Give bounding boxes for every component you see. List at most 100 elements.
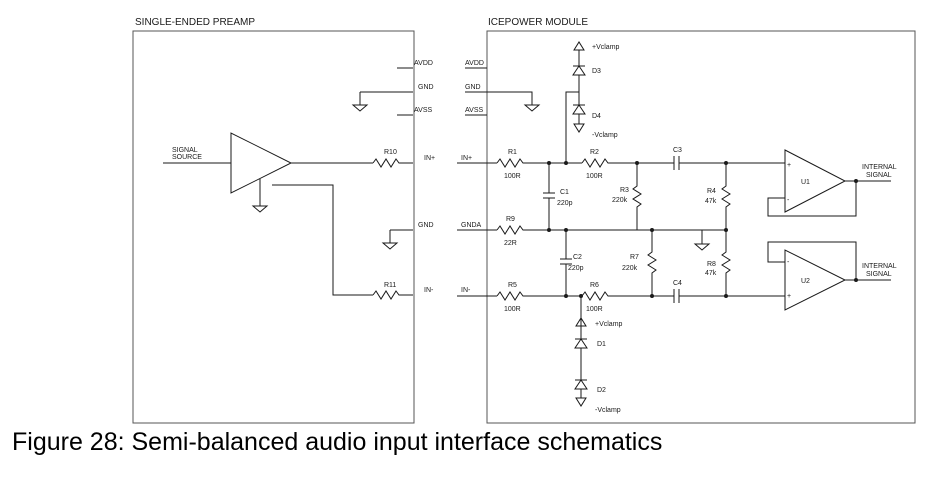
- d4-label: D4: [592, 113, 601, 120]
- resistor-r5: [496, 291, 582, 301]
- u1-output-junction: [854, 179, 858, 183]
- preamp-gnd-top-label: GND: [418, 84, 434, 91]
- u1-feedback-wire: [767, 180, 891, 217]
- c4-name: C4: [673, 280, 682, 287]
- r6-value: 100R: [586, 306, 603, 313]
- vclamp-pos-arrow-bottom: [575, 317, 587, 334]
- module-in-plus-label: IN+: [461, 155, 472, 162]
- preamp-block-outline: [132, 30, 415, 424]
- diode-d1: [574, 334, 588, 375]
- u1-minus-label: -: [787, 197, 790, 204]
- resistor-r7: [647, 230, 657, 296]
- preamp-gnd-mid-line: [389, 229, 413, 238]
- module-gnd-line: [465, 91, 533, 100]
- gnda-ground-symbol: [694, 238, 710, 251]
- c1-name: C1: [560, 189, 569, 196]
- vclamp-pos-bottom-label: +Vclamp: [595, 321, 623, 328]
- figure-caption: Figure 28: Semi-balanced audio input int…: [12, 428, 663, 456]
- module-gnd-label: GND: [465, 84, 481, 91]
- resistor-r9: [496, 225, 726, 235]
- preamp-gnd-mid-symbol: [382, 237, 398, 250]
- vclamp-neg-arrow-top: [573, 123, 585, 133]
- junction-dots: [547, 161, 728, 298]
- c3-name: C3: [673, 147, 682, 154]
- u2-feedback-wire: [767, 241, 891, 281]
- preamp-gnd-top-symbol: [352, 99, 368, 112]
- r11-label: R11: [384, 282, 396, 289]
- preamp-opamp: [230, 132, 293, 194]
- r5-value: 100R: [504, 306, 521, 313]
- capacitor-c3: [673, 156, 785, 170]
- opamp-u2: [784, 249, 847, 311]
- resistor-r8: [721, 230, 731, 296]
- preamp-gnd-mid-label: GND: [418, 222, 434, 229]
- preamp-avss-label: AVSS: [414, 107, 432, 114]
- module-title: ICEPOWER MODULE: [488, 17, 588, 28]
- capacitor-c2: [560, 230, 572, 296]
- preamp-feedback-wire: [272, 184, 373, 296]
- signal-source-label-1: SIGNAL: [172, 147, 198, 154]
- d3-label: D3: [592, 68, 601, 75]
- r7-name: R7: [630, 254, 639, 261]
- preamp-ground-symbol: [252, 200, 268, 213]
- u1-name: U1: [801, 179, 810, 186]
- vclamp-pos-arrow-top: [573, 41, 585, 56]
- d2-label: D2: [597, 387, 606, 394]
- u2-output-junction: [854, 278, 858, 282]
- resistor-r6: [581, 291, 674, 301]
- r4-name: R4: [707, 188, 716, 195]
- diode-d3: [572, 56, 586, 105]
- r3-name: R3: [620, 187, 629, 194]
- c2-name: C2: [573, 254, 582, 261]
- r2-value: 100R: [586, 173, 603, 180]
- vclamp-neg-top-label: -Vclamp: [592, 132, 618, 139]
- opamp-u1: [784, 149, 847, 213]
- c2-value: 220p: [568, 265, 584, 272]
- resistor-r11: [372, 290, 413, 300]
- u2-plus-label: +: [787, 293, 791, 300]
- module-block-outline: [486, 30, 916, 424]
- u2-name: U2: [801, 278, 810, 285]
- vclamp-neg-arrow-bottom: [575, 397, 587, 407]
- diode-d4: [572, 104, 586, 124]
- u2-minus-label: -: [787, 259, 790, 266]
- u1-plus-label: +: [787, 162, 791, 169]
- signal-source-label-2: SOURCE: [172, 154, 202, 161]
- module-avdd-label: AVDD: [465, 60, 484, 67]
- u2-internal-signal-1: INTERNAL: [862, 263, 897, 270]
- module-in-minus-label: IN-: [461, 287, 471, 294]
- preamp-in-minus-label: IN-: [424, 287, 434, 294]
- d3-d4-node-wire: [565, 91, 579, 163]
- vclamp-pos-top-label: +Vclamp: [592, 44, 620, 51]
- module-gnd-symbol: [524, 99, 540, 112]
- u1-internal-signal-2: SIGNAL: [866, 172, 892, 179]
- u1-internal-signal-1: INTERNAL: [862, 164, 897, 171]
- preamp-gnd-top-line: [359, 91, 413, 100]
- r1-value: 100R: [504, 173, 521, 180]
- diode-d2: [574, 375, 588, 398]
- r3-value: 220k: [612, 197, 628, 204]
- resistor-r2: [581, 158, 674, 168]
- r5-name: R5: [508, 282, 517, 289]
- d1-label: D1: [597, 341, 606, 348]
- r10-label: R10: [384, 149, 397, 156]
- preamp-in-plus-label: IN+: [424, 155, 435, 162]
- module-gnda-label: GNDA: [461, 222, 482, 229]
- resistor-r10: [372, 158, 413, 168]
- preamp-title: SINGLE-ENDED PREAMP: [135, 17, 255, 28]
- r7-value: 220k: [622, 265, 638, 272]
- r1-name: R1: [508, 149, 517, 156]
- r9-value: 22R: [504, 240, 517, 247]
- capacitor-c4: [673, 289, 785, 303]
- c1-value: 220p: [557, 200, 573, 207]
- capacitor-c1: [543, 163, 555, 230]
- r6-name: R6: [590, 282, 599, 289]
- vclamp-neg-bottom-label: -Vclamp: [595, 407, 621, 414]
- u2-internal-signal-2: SIGNAL: [866, 271, 892, 278]
- resistor-r1: [496, 158, 582, 168]
- r8-name: R8: [707, 261, 716, 268]
- r8-value: 47k: [705, 270, 717, 277]
- preamp-avdd-label: AVDD: [414, 60, 433, 67]
- module-avss-label: AVSS: [465, 107, 483, 114]
